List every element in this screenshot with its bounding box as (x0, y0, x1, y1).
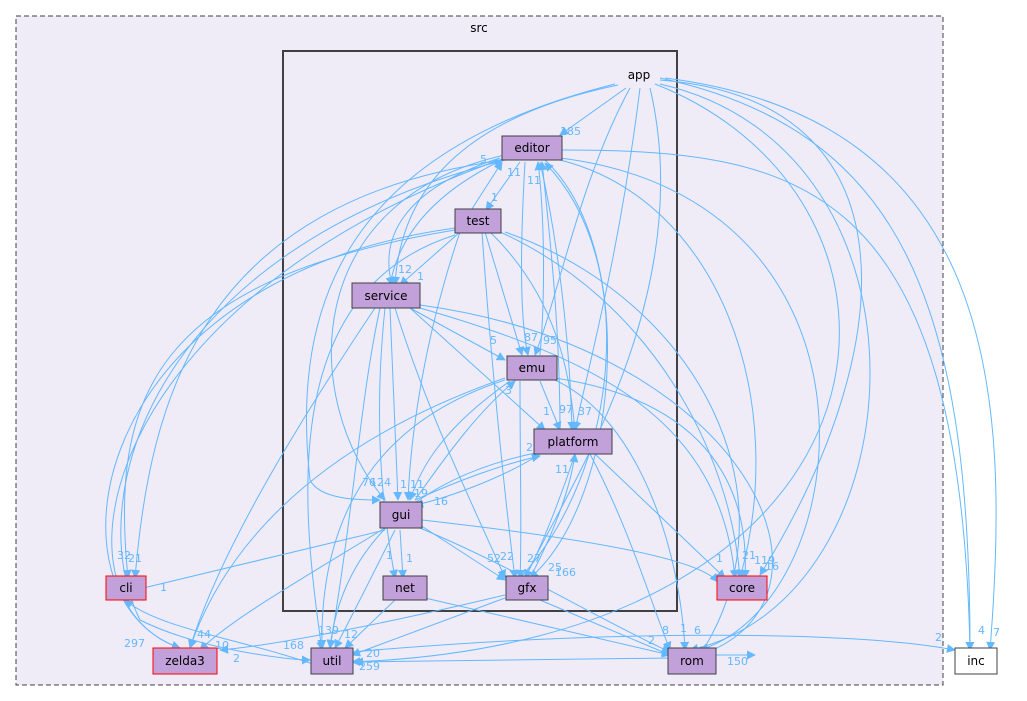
node-rom[interactable]: rom (667, 647, 717, 675)
edge-count: 1 (386, 549, 393, 562)
edge-count: 1 (491, 191, 498, 204)
node-util-label: util (323, 654, 342, 668)
node-emu-label: emu (519, 361, 546, 375)
edge-count: 8 (662, 624, 669, 637)
node-rom-label: rom (680, 654, 704, 668)
edge-count: 297 (124, 637, 145, 650)
edge-count: 2 (648, 634, 655, 647)
edge-count: 11 (527, 174, 541, 187)
node-gfx[interactable]: gfx (505, 575, 549, 601)
cluster-src-label: src (470, 21, 488, 35)
edge-count: 1 (160, 581, 167, 594)
node-inc-label: inc (967, 654, 985, 668)
node-gfx-label: gfx (518, 581, 537, 595)
edge-count: 20 (366, 647, 380, 660)
edge-count: 21 (742, 549, 756, 562)
edge-count: 7 (993, 626, 1000, 639)
node-platform[interactable]: platform (533, 428, 613, 455)
edge-count: 16 (765, 560, 779, 573)
node-service[interactable]: service (351, 282, 421, 309)
edge-count: 185 (560, 125, 581, 138)
node-net[interactable]: net (382, 575, 428, 601)
edge-count: 95 (543, 334, 557, 347)
edge-count: 1 (400, 478, 407, 491)
edge-count: 10 (215, 639, 229, 652)
edge-count: 25 (548, 561, 562, 574)
edges (105, 77, 997, 671)
edge-count: 6 (694, 624, 701, 637)
node-platform-label: platform (548, 435, 599, 449)
node-inc[interactable]: inc (954, 647, 998, 675)
edge-count: 5 (480, 153, 487, 166)
node-core[interactable]: core (716, 575, 768, 601)
node-net-label: net (395, 581, 415, 595)
node-service-label: service (365, 289, 408, 303)
edge-count: 139 (318, 624, 339, 637)
node-cli[interactable]: cli (105, 575, 147, 601)
edge-count: 1 (716, 552, 723, 565)
edge-count: 12 (344, 628, 358, 641)
node-zelda3[interactable]: zelda3 (152, 647, 218, 675)
edge-count: 21 (128, 552, 142, 565)
node-emu[interactable]: emu (506, 355, 558, 381)
edge-count: 27 (527, 552, 541, 565)
node-gui[interactable]: gui (379, 501, 423, 529)
edge-count: 52 (487, 552, 501, 565)
edge-count: 22 (500, 550, 514, 563)
edge-count: 5 (490, 334, 497, 347)
node-editor[interactable]: editor (501, 135, 563, 161)
edge-count: 259 (359, 660, 380, 673)
edge-count: 1 (680, 622, 687, 635)
node-zelda3-label: zelda3 (165, 654, 205, 668)
edge-count: 4 (978, 624, 985, 637)
edge-count-labels: 185 5 11 11 1 12 1 5 87 95 3 1 97 37 11 … (117, 125, 1000, 673)
edge-count: 12 (398, 263, 412, 276)
cluster-app-label: app (628, 68, 651, 82)
edge-count: 19 (414, 487, 428, 500)
edge-count: 119 (754, 554, 775, 567)
node-editor-label: editor (514, 141, 549, 155)
edge-count: 1 (543, 405, 550, 418)
edge-count: 11 (410, 478, 424, 491)
edge-count: 37 (578, 405, 592, 418)
node-core-label: core (729, 581, 755, 595)
edge-count: 1 (417, 270, 424, 283)
edge-count: 76 (362, 476, 376, 489)
edge-count: 150 (727, 655, 748, 668)
edge-count: 3 (505, 384, 512, 397)
edge-count: 44 (197, 628, 211, 641)
edge-count: 11 (507, 166, 521, 179)
node-util[interactable]: util (310, 647, 354, 675)
edge-count: 168 (283, 639, 304, 652)
edge-count: 11 (555, 463, 569, 476)
node-cli-label: cli (119, 581, 132, 595)
edge-count: 2 (233, 652, 240, 665)
edge-count: 16 (434, 495, 448, 508)
edge-count: 97 (559, 403, 573, 416)
edge-count: 166 (555, 566, 576, 579)
edge-count: 87 (524, 331, 538, 344)
node-test[interactable]: test (454, 208, 502, 234)
edge-count: 124 (370, 476, 391, 489)
edge-count: 2 (526, 441, 533, 454)
node-test-label: test (466, 214, 489, 228)
edge-count: 1 (406, 552, 413, 565)
node-gui-label: gui (392, 508, 411, 522)
edge-count: 2 (935, 631, 942, 644)
edge-count: 32 (117, 549, 131, 562)
